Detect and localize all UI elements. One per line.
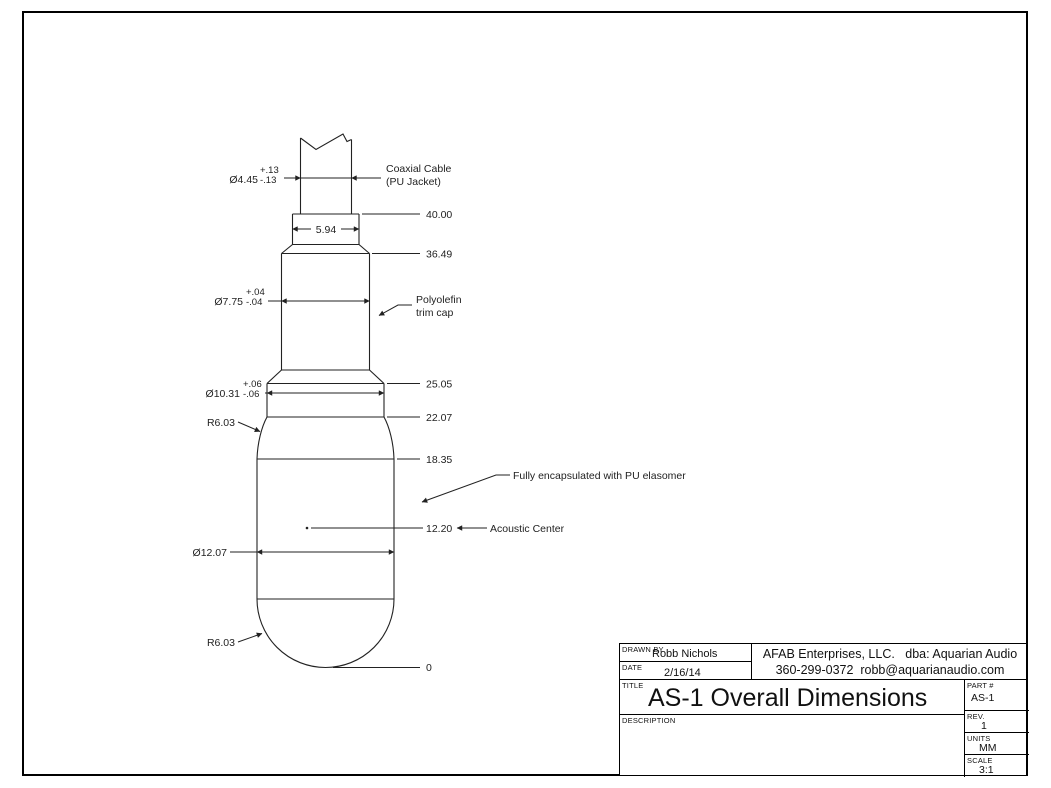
callout-polyolefin-line2: trim cap (416, 307, 454, 319)
level-1220: 12.20 (426, 523, 452, 535)
dimension-lines (230, 175, 510, 668)
callout-polyolefin-line1: Polyolefin (416, 294, 462, 306)
date-value: 2/16/14 (664, 667, 701, 679)
units-value: MM (979, 742, 997, 754)
units-label: UNITS (967, 734, 991, 743)
dim-cap-tol-minus: -.04 (246, 297, 262, 308)
drawn-by-value: Robb Nichols (652, 648, 718, 660)
title-label: TITLE (622, 681, 644, 690)
rev-value: 1 (981, 720, 987, 732)
level-1835: 18.35 (426, 454, 452, 466)
polyolefin-leader (378, 304, 412, 316)
description-label: DESCRIPTION (622, 716, 676, 725)
dim-cable-diameter: Ø4.45 (229, 174, 258, 186)
company-line2: 360-299-0372 robb@aquarianaudio.com (775, 663, 1005, 677)
radius-top-leader (237, 421, 261, 432)
drawing-title: AS-1 Overall Dimensions (648, 684, 928, 712)
bottom-dome (256, 598, 395, 669)
acoustic-center-dot (305, 526, 309, 530)
cable-sides (299, 138, 353, 214)
level-3649: 36.49 (426, 249, 452, 261)
company-cell: AFAB Enterprises, LLC. dba: Aquarian Aud… (752, 644, 1028, 680)
scale-value: 3:1 (979, 764, 994, 776)
units-cell: UNITS MM (965, 733, 1029, 755)
rev-label: REV. (967, 712, 985, 721)
boot-taper (281, 244, 370, 254)
radius-bottom-leader (237, 632, 263, 643)
dim-body-diameter: Ø12.07 (193, 547, 228, 559)
device-outline (256, 133, 395, 669)
rev-cell: REV. 1 (965, 711, 1029, 733)
dim-radius-top: R6.03 (207, 417, 235, 429)
title-block: DRAWN BY Robb Nichols DATE 2/16/14 AFAB … (619, 643, 1029, 777)
dim-cable-tol-minus: -.13 (260, 175, 276, 186)
drawn-by-label: DRAWN BY (622, 645, 664, 654)
dim-cap-tol-plus: +.04 (246, 287, 265, 298)
callout-encapsulated: Fully encapsulated with PU elasomer (513, 470, 686, 482)
body-outline (256, 458, 395, 600)
cap-flare-taper (266, 369, 385, 384)
title-block-right-column: PART # AS-1 REV. 1 UNITS MM SCALE 3:1 (964, 680, 1029, 777)
sheet-border (22, 11, 1028, 776)
part-cell: PART # AS-1 (965, 680, 1029, 711)
date-cell: DATE 2/16/14 (620, 662, 752, 680)
scale-cell: SCALE 3:1 (965, 755, 1029, 777)
dim-cable-tol-plus: +.13 (260, 165, 279, 176)
level-40: 40.00 (426, 209, 452, 221)
dim-flare-tol-plus: +.06 (243, 379, 262, 390)
level-0: 0 (426, 662, 432, 674)
part-value: AS-1 (971, 692, 995, 704)
company-line1: AFAB Enterprises, LLC. dba: Aquarian Aud… (762, 647, 1018, 661)
shoulder-curves (256, 416, 395, 460)
dim-cap-diameter: Ø7.75 (214, 296, 243, 308)
scale-label: SCALE (967, 756, 993, 765)
callout-coaxial-line1: Coaxial Cable (386, 163, 452, 175)
cable-break-line (300, 133, 352, 151)
part-label: PART # (967, 681, 994, 690)
description-cell: DESCRIPTION (620, 715, 964, 777)
dim-flare-tol-minus: -.06 (243, 389, 259, 400)
title-cell: TITLE AS-1 Overall Dimensions (620, 680, 964, 715)
dim-radius-bottom: R6.03 (207, 637, 235, 649)
date-label: DATE (622, 663, 643, 672)
callout-acoustic-center: Acoustic Center (490, 523, 565, 535)
callout-coaxial-line2: (PU Jacket) (386, 176, 441, 188)
trim-cap-outline (280, 252, 371, 371)
level-2207: 22.07 (426, 412, 452, 424)
flare-outline (266, 382, 385, 418)
dim-flare-diameter: Ø10.31 (206, 388, 241, 400)
drawn-by-cell: DRAWN BY Robb Nichols (620, 644, 752, 662)
level-2505: 25.05 (426, 379, 452, 391)
dim-boot-width: 5.94 (316, 224, 337, 236)
encapsulated-leader (421, 474, 510, 503)
